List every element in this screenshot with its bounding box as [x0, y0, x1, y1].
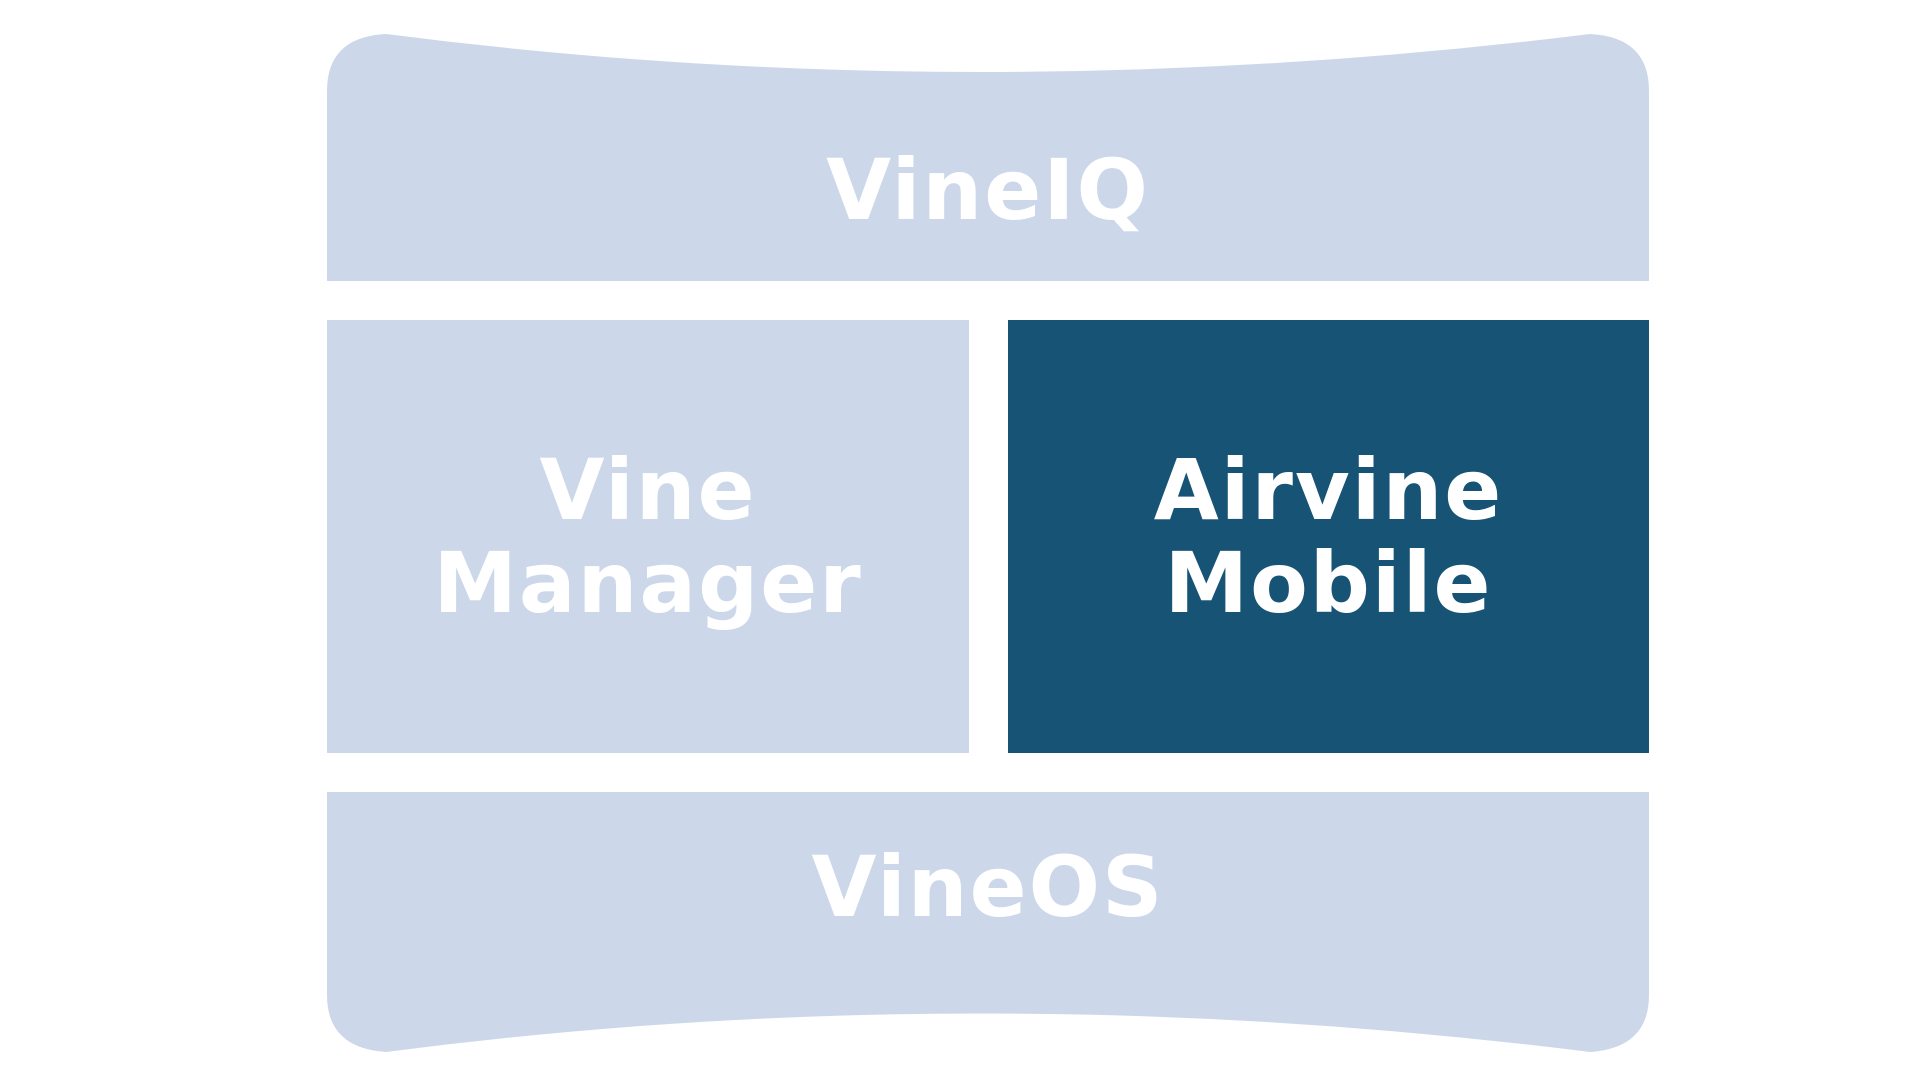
block-bottom-label: VineOS [811, 837, 1165, 936]
block-top-shape [327, 34, 1649, 281]
block-bottom-shape [327, 792, 1649, 1052]
block-right-shape [1008, 320, 1649, 753]
block-left-shape [327, 320, 969, 753]
block-right-label: Airvine Mobile [1153, 441, 1504, 632]
block-top-label: VineIQ [826, 141, 1150, 240]
block-left-label: Vine Manager [433, 441, 863, 632]
